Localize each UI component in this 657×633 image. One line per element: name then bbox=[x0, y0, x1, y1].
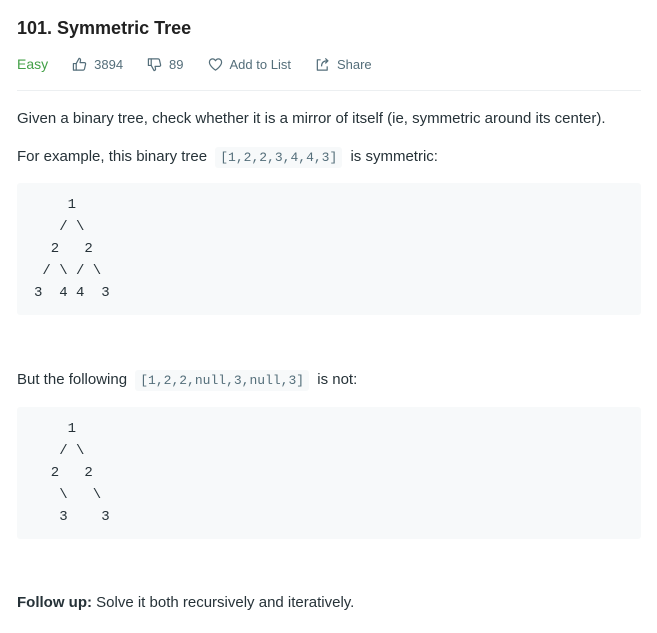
example-2-text: But the following [1,2,2,null,3,null,3] … bbox=[17, 370, 357, 391]
example-2-tree-block: 1 / \ 2 2 \ \ 3 3 bbox=[17, 407, 641, 539]
difficulty-badge: Easy bbox=[17, 56, 49, 72]
add-to-list-button[interactable]: Add to List bbox=[208, 57, 291, 72]
dislike-count: 89 bbox=[169, 56, 184, 72]
follow-up-label: Follow up: bbox=[17, 594, 92, 611]
heart-icon bbox=[208, 57, 222, 71]
example-1-prefix: For example, this binary tree bbox=[17, 148, 208, 165]
example-2-prefix: But the following bbox=[17, 371, 128, 388]
follow-up-body: Solve it both recursively and iterativel… bbox=[96, 594, 355, 611]
example-2-tree: 1 / \ 2 2 \ \ 3 3 bbox=[50, 421, 110, 525]
share-label: Share bbox=[336, 56, 372, 72]
example-1-tree: 1 / \ 2 2 / \ / \ 3 4 4 3 bbox=[34, 197, 110, 301]
example-1-tree-block: 1 / \ 2 2 / \ / \ 3 4 4 3 bbox=[17, 183, 641, 315]
example-1-code: [1,2,2,3,4,4,3] bbox=[215, 147, 343, 168]
like-count: 3894 bbox=[94, 56, 124, 72]
example-2-code: [1,2,2,null,3,null,3] bbox=[135, 370, 310, 391]
example-2-suffix: is not: bbox=[317, 371, 358, 388]
share-button[interactable]: Share bbox=[315, 57, 372, 72]
like-button[interactable]: 3894 bbox=[72, 57, 123, 72]
dislike-button[interactable]: 89 bbox=[147, 56, 184, 72]
thumbs-down-icon bbox=[147, 57, 162, 71]
header-divider bbox=[17, 90, 641, 91]
add-to-list-label: Add to List bbox=[229, 56, 291, 72]
example-1-text: For example, this binary tree [1,2,2,3,4… bbox=[17, 147, 438, 168]
problem-title: 101. Symmetric Tree bbox=[17, 18, 192, 38]
example-1-suffix: is symmetric: bbox=[350, 148, 438, 165]
thumbs-up-icon bbox=[72, 57, 87, 71]
share-icon bbox=[316, 57, 329, 71]
description-intro: Given a binary tree, check whether it is… bbox=[17, 110, 606, 127]
problem-meta-bar: Easy 3894 89 Add to List bbox=[17, 55, 396, 73]
follow-up-text: Follow up: Solve it both recursively and… bbox=[17, 593, 354, 613]
